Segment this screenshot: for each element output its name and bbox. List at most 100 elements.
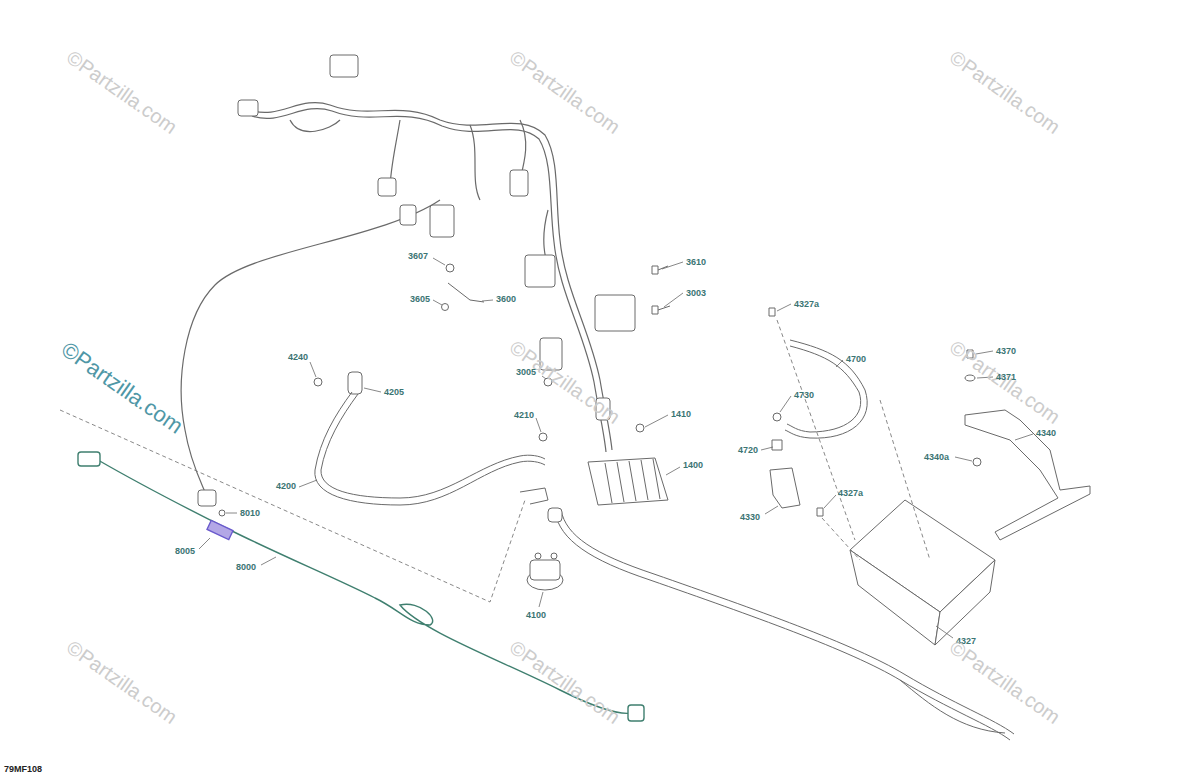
terminal <box>772 440 782 450</box>
callout-number: 3607 <box>408 251 428 262</box>
clip <box>207 520 233 539</box>
leader-line <box>226 513 237 514</box>
dashed-lines <box>60 320 930 602</box>
callout-number: 4340 <box>1036 428 1056 439</box>
terminal <box>348 372 362 394</box>
leader-line <box>824 495 836 508</box>
cable <box>785 340 867 438</box>
watermark: ©Partzilla.com <box>946 636 1064 728</box>
callout-number: 1400 <box>683 460 703 471</box>
screw <box>219 510 225 516</box>
watermark: ©Partzilla.com <box>506 46 624 138</box>
leader-line <box>777 304 791 311</box>
leader-line <box>482 300 493 301</box>
main-harness <box>181 103 612 492</box>
leader-line <box>364 388 381 392</box>
callout-number: 3005 <box>516 367 536 378</box>
leader-line <box>664 293 683 307</box>
callout-number: 4730 <box>794 390 814 401</box>
leader-line <box>433 300 442 305</box>
harness-branch <box>290 120 340 132</box>
connector <box>378 178 396 196</box>
callout-number: 4240 <box>288 352 308 363</box>
watermark: ©Partzilla.com <box>63 46 181 138</box>
watermark: ©Partzilla.com <box>946 46 1064 138</box>
leader-line <box>666 467 680 475</box>
connector <box>400 205 416 225</box>
leader-line <box>199 538 210 549</box>
connector <box>330 55 358 77</box>
nut <box>773 413 781 421</box>
callout-number: 3610 <box>686 257 706 268</box>
leader-line <box>539 592 543 607</box>
diagram-id: 79MF108 <box>4 764 42 775</box>
connector <box>238 100 258 116</box>
connector <box>430 205 454 237</box>
leader-line <box>645 415 668 427</box>
screw <box>636 424 644 432</box>
terminal <box>551 553 557 559</box>
harness-wire <box>252 109 606 452</box>
nut <box>446 264 454 272</box>
terminal <box>548 508 562 522</box>
hardware <box>219 264 1090 740</box>
regulator <box>588 458 668 505</box>
dashed-line <box>880 400 930 560</box>
cable <box>315 392 545 505</box>
callout-number: 4100 <box>526 610 546 621</box>
nut <box>442 304 449 311</box>
screw <box>652 306 670 314</box>
leader-line <box>955 457 972 461</box>
leader-line <box>936 626 953 638</box>
leader-line <box>310 362 316 377</box>
bolt <box>539 433 547 441</box>
relay-box <box>595 295 635 331</box>
callout-number: 4371 <box>996 372 1016 383</box>
leader-line <box>761 447 773 450</box>
battery <box>850 550 940 645</box>
leader-line <box>662 262 683 269</box>
leader-line <box>261 557 276 565</box>
callout-number: 4700 <box>846 354 866 365</box>
leader-line <box>1015 434 1033 440</box>
leader-line <box>765 506 778 514</box>
callout-number: 4200 <box>276 481 296 492</box>
watermark: ©Partzilla.com <box>63 636 181 728</box>
connector <box>78 452 100 466</box>
leader-line <box>780 396 791 412</box>
leader-line <box>299 480 317 487</box>
connector <box>628 705 644 721</box>
dashed-line <box>822 518 860 560</box>
callout-number: 4205 <box>384 387 404 398</box>
leader-line <box>836 360 843 367</box>
connector <box>198 490 216 506</box>
solenoid <box>530 560 560 580</box>
battery-bracket <box>965 410 1090 540</box>
callout-number: 8000 <box>236 562 256 573</box>
connectors <box>198 55 635 506</box>
leader-line <box>536 418 541 432</box>
callout-number: 4210 <box>514 410 534 421</box>
callout-number: 1410 <box>671 409 691 420</box>
leader-lines <box>199 258 1033 638</box>
callout-number: 4370 <box>996 346 1016 357</box>
harness-long-wire <box>181 200 440 492</box>
callout-number: 4340a <box>924 452 949 463</box>
callout-number: 4327a <box>838 488 863 499</box>
dashed-line <box>777 320 855 540</box>
callout-number: 3003 <box>686 288 706 299</box>
callout-number: 4720 <box>738 445 758 456</box>
screw <box>769 308 775 316</box>
connector <box>525 255 555 287</box>
callout-number: 8010 <box>240 508 260 519</box>
screw <box>652 266 668 274</box>
callout-number: 8005 <box>175 546 195 557</box>
harness-wire <box>250 103 612 450</box>
harness-branch <box>470 125 480 200</box>
nut <box>314 378 322 386</box>
bracket <box>448 283 484 302</box>
nut <box>973 458 981 466</box>
callout-number: 3605 <box>410 294 430 305</box>
